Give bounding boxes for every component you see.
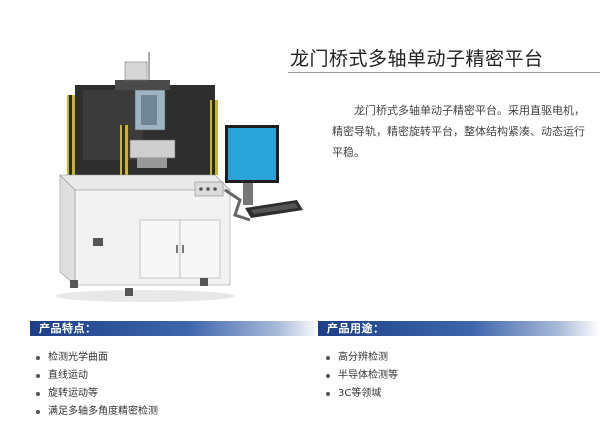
list-item: 半导体检测等 xyxy=(325,367,398,385)
list-item: 直线运动 xyxy=(35,367,158,385)
features-list: 检测光学曲面 直线运动 旋转运动等 满足多轴多角度精密检测 xyxy=(35,349,158,421)
features-heading: 产品特点： xyxy=(39,322,97,335)
applications-list: 高分辨检测 半导体检测等 3C等领域 xyxy=(325,349,398,403)
applications-header: 产品用途： xyxy=(318,321,600,336)
product-image xyxy=(55,52,303,302)
title-divider xyxy=(288,72,600,73)
product-description: 龙门桥式多轴单动子精密平台。采用直驱电机，精密导轨，精密旋转平台，整体结构紧凑、… xyxy=(332,104,585,159)
list-item: 高分辨检测 xyxy=(325,349,398,367)
list-item: 3C等领域 xyxy=(325,385,398,403)
list-item: 检测光学曲面 xyxy=(35,349,158,367)
list-item: 满足多轴多角度精密检测 xyxy=(35,403,158,421)
product-title: 龙门桥式多轴单动子精密平台 xyxy=(290,48,544,70)
applications-heading: 产品用途： xyxy=(327,322,385,335)
features-header: 产品特点： xyxy=(30,321,320,336)
list-item: 旋转运动等 xyxy=(35,385,158,403)
